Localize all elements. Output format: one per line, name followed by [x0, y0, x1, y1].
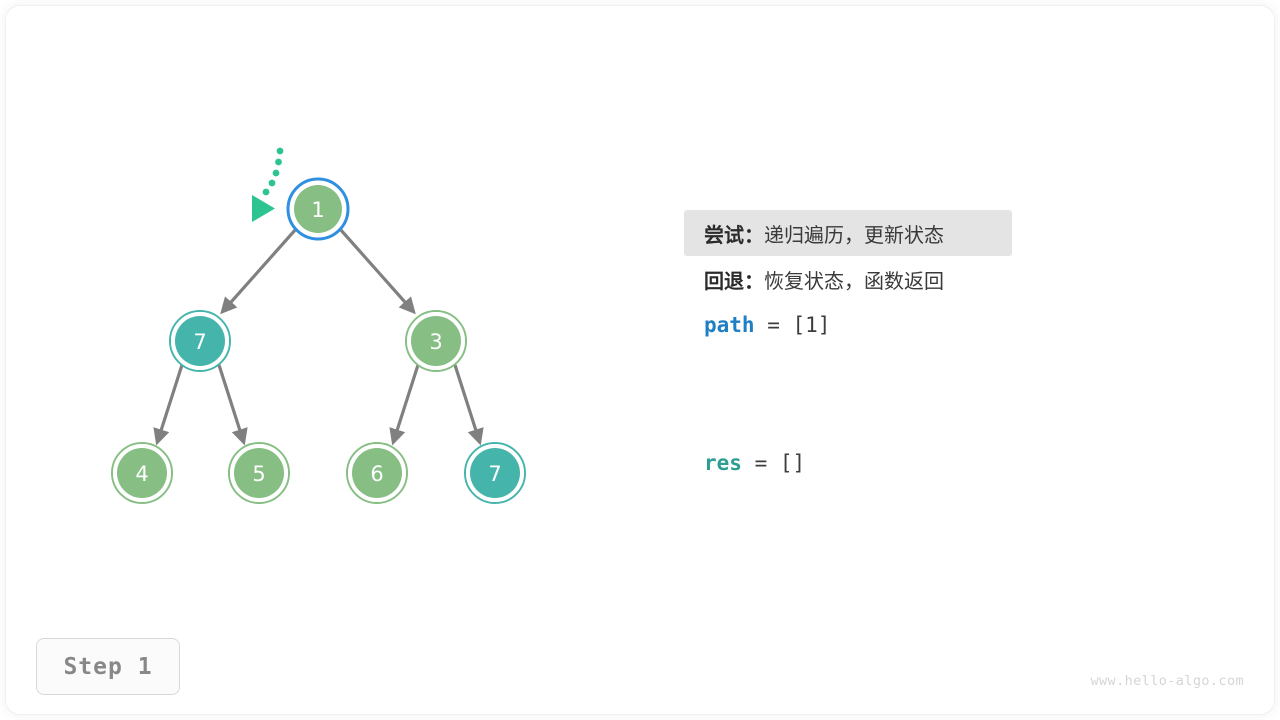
- res-variable-name: res: [704, 451, 742, 475]
- recursion-pointer-icon: [252, 147, 284, 222]
- path-variable-name: path: [704, 313, 755, 337]
- pointer-arrowhead: [252, 195, 275, 222]
- tree-node-4-label: 4: [135, 462, 148, 486]
- backtrack-text: 恢复状态，函数返回: [764, 268, 944, 293]
- tree-node-3-label: 3: [429, 330, 442, 354]
- res-block: res = []: [684, 440, 1184, 486]
- res-variable-value: = []: [741, 451, 806, 475]
- try-label: 尝试：: [704, 222, 764, 247]
- tree-node-4[interactable]: 4: [111, 442, 173, 504]
- edge-1-7: [220, 227, 298, 315]
- try-text: 递归遍历，更新状态: [764, 222, 944, 247]
- try-line: 尝试：递归遍历，更新状态: [684, 210, 1012, 256]
- tree-node-1[interactable]: 1: [286, 177, 350, 241]
- step-badge: Step 1: [36, 638, 180, 695]
- tree-node-5-label: 5: [252, 462, 265, 486]
- edge-3-7: [453, 364, 484, 446]
- edge-7-5: [217, 364, 248, 446]
- backtrack-label: 回退：: [704, 268, 764, 293]
- res-state-line: res = []: [684, 440, 1184, 486]
- tree-node-7-left-label: 7: [193, 330, 206, 354]
- tree-node-6[interactable]: 6: [346, 442, 408, 504]
- tree-edges: [153, 227, 484, 446]
- tree-node-3[interactable]: 3: [405, 310, 467, 372]
- edge-3-6: [389, 364, 420, 446]
- tree-node-1-label: 1: [311, 198, 324, 222]
- tree-node-7-right[interactable]: 7: [464, 442, 526, 504]
- tree-node-7-left[interactable]: 7: [169, 310, 231, 372]
- tree-node-7-right-label: 7: [488, 462, 501, 486]
- path-state-line: path = [1]: [684, 302, 1184, 348]
- info-panel: 尝试：递归遍历，更新状态 回退：恢复状态，函数返回 path = [1]: [684, 210, 1184, 348]
- tree-node-6-label: 6: [370, 462, 383, 486]
- edge-7-4: [153, 364, 184, 446]
- watermark: www.hello-algo.com: [1090, 673, 1244, 689]
- backtrack-line: 回退：恢复状态，函数返回: [684, 256, 1184, 302]
- path-variable-value: = [1]: [754, 313, 831, 337]
- edge-1-3: [338, 227, 416, 315]
- tree-node-5[interactable]: 5: [228, 442, 290, 504]
